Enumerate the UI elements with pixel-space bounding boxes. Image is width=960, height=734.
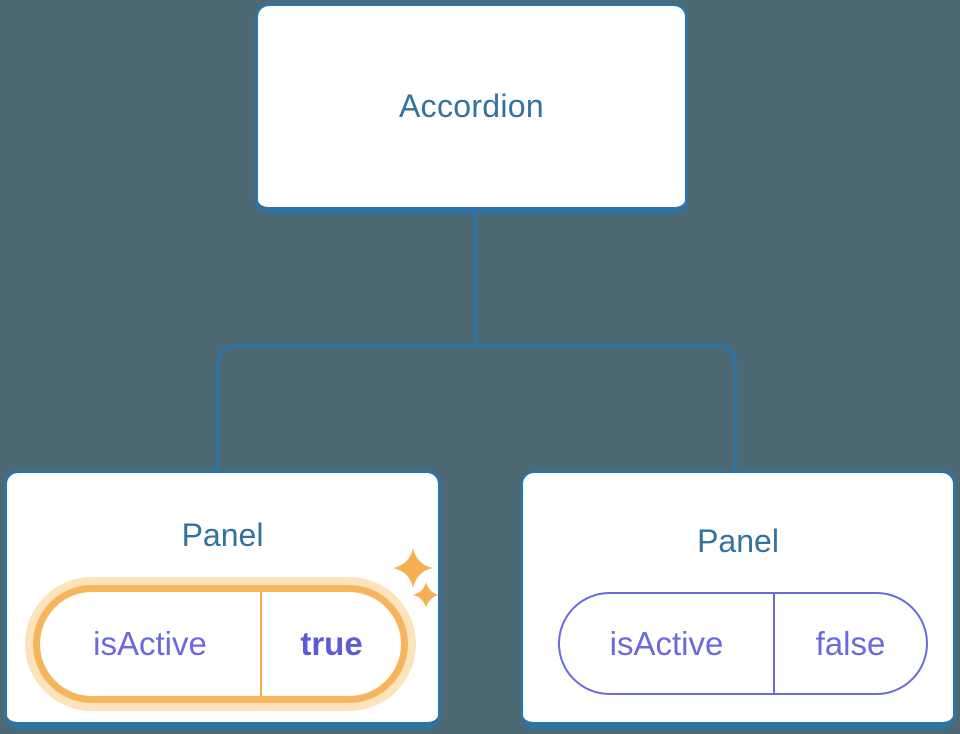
connector-branch-left [215, 343, 475, 471]
sparkles-icon [393, 548, 439, 608]
panel-node-active: Panel isActive true [4, 470, 441, 729]
accordion-node-label: Accordion [399, 88, 544, 124]
state-value-label: false [773, 594, 926, 693]
state-pill-active: isActive true [33, 585, 408, 703]
sparkle-small [413, 582, 439, 608]
accordion-node: Accordion [255, 3, 688, 214]
state-key-label: isActive [93, 625, 207, 662]
panel-node-label: Panel [697, 523, 779, 559]
state-key-label: isActive [609, 624, 724, 662]
state-pill-inactive: isActive false [558, 592, 928, 695]
connector-branch-right [475, 343, 738, 471]
sparkle-large [393, 548, 433, 588]
state-value-label: true [260, 592, 401, 696]
panel-node-label: Panel [181, 517, 264, 553]
panel-node-inactive: Panel isActive false [520, 470, 956, 729]
